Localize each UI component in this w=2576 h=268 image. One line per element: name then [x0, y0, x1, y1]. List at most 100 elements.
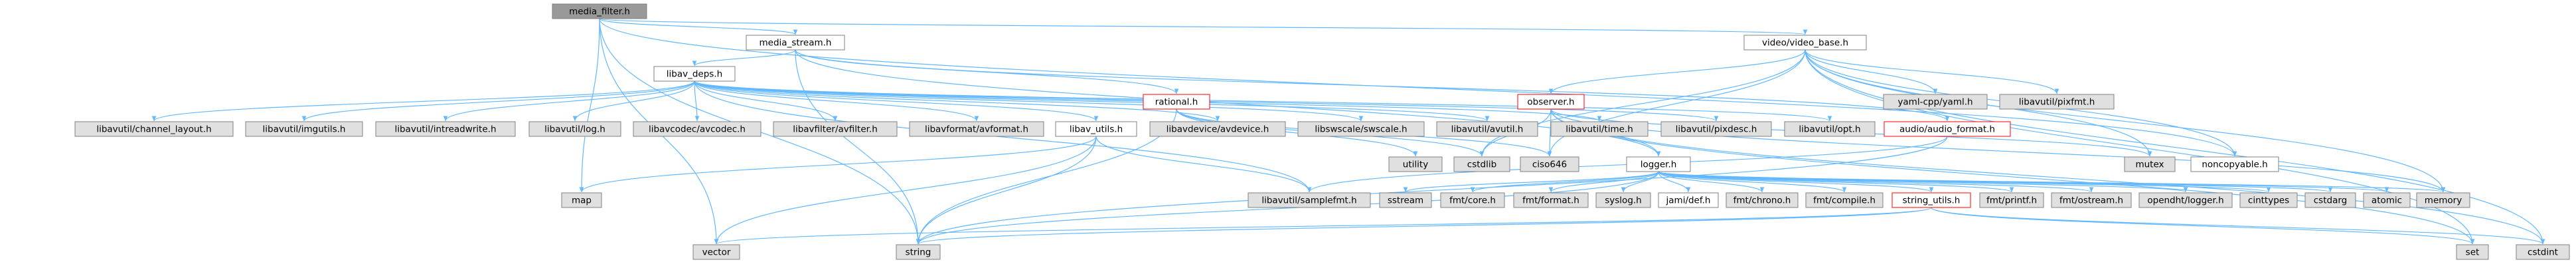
node-fmtcore-label: fmt/core.h [1449, 196, 1496, 206]
node-samplefmt-box [1248, 192, 1371, 208]
node-video_base[interactable]: video/video_base.h [1743, 35, 1867, 51]
node-utility-box [1388, 156, 1443, 172]
edge-string_utils-to-vector [714, 207, 1932, 245]
node-vector-box [692, 244, 740, 260]
node-jamidef[interactable]: jami/def.h [1658, 192, 1719, 208]
node-string_utils-box [1892, 192, 1971, 208]
node-fmtprintf: fmt/printf.h [1979, 192, 2044, 208]
node-log-label: libavutil/log.h [544, 124, 605, 135]
node-fmtostream-box [2051, 192, 2132, 208]
node-audio_format-box [1884, 121, 2011, 137]
edge-libav_deps-to-intreadwrite [443, 80, 695, 122]
node-audio_format[interactable]: audio/audio_format.h [1884, 121, 2011, 137]
node-libav_utils-label: libav_utils.h [1070, 124, 1123, 135]
node-observer-box [1517, 94, 1585, 110]
edge-libav_deps-to-imgutils [301, 80, 695, 122]
node-yaml-box [1883, 94, 1988, 110]
edge-media_stream-to-libav_deps [692, 49, 796, 67]
node-syslog-label: syslog.h [1605, 196, 1641, 206]
node-string: string [896, 244, 941, 260]
node-fmtcore: fmt/core.h [1440, 192, 1505, 208]
edge-libav_utils-to-string [916, 136, 1097, 245]
node-rational[interactable]: rational.h [1143, 94, 1210, 110]
node-media_filter-box [552, 3, 647, 19]
node-avcodec: libavcodec/avcodec.h [633, 121, 762, 137]
node-libav_deps-label: libav_deps.h [667, 69, 722, 80]
node-pixfmt-label: libavutil/pixfmt.h [2019, 97, 2095, 108]
edge-libav_deps-to-avdevice [694, 80, 1220, 122]
node-string_utils[interactable]: string_utils.h [1892, 192, 1971, 208]
node-cstdarg-box [2304, 192, 2356, 208]
node-logger[interactable]: logger.h [1626, 156, 1691, 172]
node-avformat: libavformat/avformat.h [909, 121, 1044, 137]
node-memory: memory [2416, 192, 2470, 208]
node-vector-label: vector [702, 247, 731, 258]
node-chlayout-label: libavutil/channel_layout.h [96, 124, 211, 135]
node-intreadwrite-label: libavutil/intreadwrite.h [394, 124, 496, 135]
edge-media_filter-to-video_base [599, 18, 1807, 35]
node-jamidef-box [1658, 192, 1719, 208]
node-cstdint-box [2516, 244, 2570, 260]
edge-libav_deps-to-chlayout [151, 80, 695, 122]
node-observer[interactable]: observer.h [1517, 94, 1585, 110]
node-avutil-box [1436, 121, 1538, 137]
edge-libav_deps-to-samplefmt [694, 80, 1312, 193]
node-cinttypes: cinttypes [2239, 192, 2298, 208]
node-time-box [1550, 121, 1649, 137]
node-avcodec-box [633, 121, 762, 137]
node-fmtchrono-box [1726, 192, 1799, 208]
edge-video_base-to-memory [1805, 49, 2446, 193]
edge-video_base-to-pixfmt [1805, 49, 2059, 94]
edge-rational-to-utility [1176, 108, 1418, 157]
node-atomic-label: atomic [2372, 196, 2402, 206]
node-cstdlib: cstdlib [1453, 156, 1510, 172]
node-fmtcompile-label: fmt/compile.h [1813, 196, 1876, 206]
node-fmtprintf-label: fmt/printf.h [1986, 196, 2037, 206]
edge-string_utils-to-string [916, 207, 1932, 245]
node-avdevice-box [1149, 121, 1286, 137]
node-avfilter-label: libavfilter/avfilter.h [793, 124, 878, 135]
node-set-label: set [2466, 247, 2480, 258]
node-log-box [528, 121, 621, 137]
node-samplefmt-label: libavutil/samplefmt.h [1261, 196, 1356, 206]
node-ciso646-label: ciso646 [1532, 160, 1567, 170]
node-logger-label: logger.h [1641, 160, 1677, 170]
node-samplefmt: libavutil/samplefmt.h [1248, 192, 1371, 208]
node-avdevice: libavdevice/avdevice.h [1149, 121, 1286, 137]
node-media_stream[interactable]: media_stream.h [746, 35, 845, 51]
node-avutil: libavutil/avutil.h [1436, 121, 1538, 137]
node-media_filter[interactable]: media_filter.h [552, 3, 647, 19]
edges-layer [151, 18, 2545, 245]
node-jamidef-label: jami/def.h [1666, 196, 1711, 206]
node-intreadwrite: libavutil/intreadwrite.h [375, 121, 516, 137]
node-syslog: syslog.h [1595, 192, 1651, 208]
node-map: map [561, 192, 602, 208]
node-yaml-label: yaml-cpp/yaml.h [1897, 97, 1972, 108]
node-string-box [896, 244, 941, 260]
edge-logger-to-fmtchrono [1658, 171, 1765, 193]
node-opt-box [1784, 121, 1876, 137]
node-log: libavutil/log.h [528, 121, 621, 137]
edge-media_stream-to-audio_format [795, 49, 1950, 122]
node-libav_deps[interactable]: libav_deps.h [653, 66, 736, 82]
node-string_utils-label: string_utils.h [1903, 196, 1961, 206]
edge-logger-to-fmtprintf [1658, 171, 2014, 193]
edge-libav_deps-to-avcodec [694, 80, 700, 122]
node-opendht-box [2138, 192, 2233, 208]
node-cstdint: cstdint [2516, 244, 2570, 260]
node-noncopyable-label: noncopyable.h [2202, 160, 2267, 170]
node-cinttypes-box [2239, 192, 2298, 208]
node-fmtformat-label: fmt/format.h [1522, 196, 1579, 206]
node-fmtchrono-label: fmt/chrono.h [1733, 196, 1791, 206]
node-rational-box [1143, 94, 1210, 110]
node-atomic-box [2363, 192, 2411, 208]
node-fmtchrono: fmt/chrono.h [1726, 192, 1799, 208]
node-libav_utils[interactable]: libav_utils.h [1055, 121, 1137, 137]
node-media_stream-label: media_stream.h [760, 38, 832, 49]
node-noncopyable[interactable]: noncopyable.h [2190, 156, 2279, 172]
node-cstdlib-box [1453, 156, 1510, 172]
node-opendht-label: opendht/logger.h [2147, 196, 2223, 206]
edge-libav_utils-to-vector [714, 136, 1097, 245]
node-rational-label: rational.h [1155, 97, 1198, 108]
